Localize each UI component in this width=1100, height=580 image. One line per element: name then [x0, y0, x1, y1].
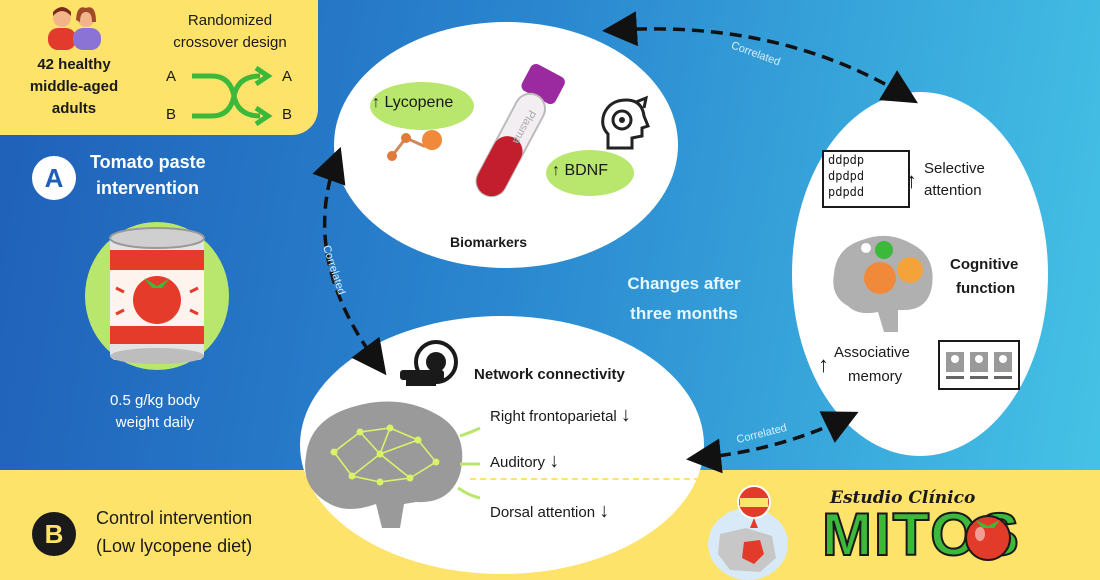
intervention-a-title-1: Tomato paste: [90, 152, 206, 172]
crossover-arrows-icon: [190, 64, 273, 128]
bdnf-bubble: [546, 150, 634, 196]
mri-scanner-icon: [398, 340, 462, 388]
intervention-b-title-2: (Low lycopene diet): [96, 536, 253, 556]
letter-grid-row-3: pdpdd: [828, 185, 865, 199]
intervention-b-title-1: Control intervention: [96, 508, 253, 528]
brand-subtitle: Estudio Clínico: [830, 488, 976, 508]
design-label-b-left: B: [166, 106, 177, 123]
bdnf-up-arrow-icon: ↑: [552, 162, 560, 179]
badge-a: A: [32, 156, 76, 200]
participants-line-1: 42 healthy: [37, 56, 111, 73]
brain-gears-icon: [828, 226, 940, 336]
brain-network-icon: [300, 392, 481, 532]
intervention-a-title-2: intervention: [96, 178, 200, 198]
design-line-2: crossover design: [173, 34, 287, 51]
faces-card-icon: [938, 340, 1020, 390]
network-item-1-text: Right frontoparietal: [490, 408, 617, 425]
design-line-1: Randomized: [187, 12, 273, 29]
design-label-b-right: B: [282, 106, 293, 123]
associative-up-arrow-icon: ↑: [818, 352, 829, 377]
letter-grid-box: ddpdp dpdpd pdpdd: [822, 150, 910, 208]
design-label-a-left: A: [166, 68, 177, 85]
lycopene-up-arrow-icon: ↑: [372, 94, 380, 111]
participants-line-2: middle-aged: [29, 78, 119, 95]
associative-memory-line-2: memory: [848, 368, 903, 385]
tomato-logo-icon: [960, 506, 1016, 562]
molecule-icon: [384, 124, 448, 164]
center-line-1: Changes after: [627, 274, 741, 293]
badge-b: B: [32, 512, 76, 556]
network-item-3-down-arrow-icon: ↓: [599, 500, 610, 522]
participants-line-3: adults: [51, 100, 97, 117]
center-line-2: three months: [630, 304, 738, 323]
network-item-3: Dorsal attention ↓: [490, 500, 609, 523]
tomato-can-icon: [82, 218, 232, 373]
letter-grid-row-1: ddpdp: [828, 153, 865, 167]
arrow-biomarkers-network: [312, 146, 387, 376]
participants-icon: [42, 6, 106, 52]
lycopene-text: Lycopene: [384, 94, 454, 111]
selective-attention-line-2: attention: [924, 182, 982, 199]
biomarkers-title: Biomarkers: [450, 234, 528, 250]
network-item-1-down-arrow-icon: ↓: [620, 404, 631, 426]
spain-map-badge: [706, 484, 790, 580]
design-label-a-right: A: [282, 68, 293, 85]
network-item-2-text: Auditory: [490, 454, 546, 471]
bdnf-label: ↑ BDNF: [552, 162, 608, 180]
cognitive-title-2: function: [956, 280, 1016, 297]
arrow-network-cognitive: [686, 411, 859, 474]
band-divider-dash: [470, 478, 700, 480]
dose-line-2: weight daily: [115, 414, 195, 431]
lycopene-label: ↑ Lycopene: [372, 94, 453, 112]
network-item-1: Right frontoparietal ↓: [490, 404, 631, 427]
plasma-tube-icon: Plasma: [450, 62, 580, 212]
lycopene-bubble: [370, 82, 474, 130]
arrow-biomarkers-cognitive: [602, 11, 918, 104]
network-title: Network connectivity: [474, 366, 625, 383]
network-item-2-down-arrow-icon: ↓: [549, 450, 560, 472]
associative-memory-line-1: Associative: [834, 344, 910, 361]
cognitive-title-1: Cognitive: [950, 256, 1019, 273]
network-item-2: Auditory ↓: [490, 450, 559, 473]
selective-up-arrow-icon: ↑: [906, 168, 917, 193]
network-item-3-text: Dorsal attention: [490, 504, 596, 521]
selective-attention-line-1: Selective: [924, 160, 985, 177]
letter-grid-row-2: dpdpd: [828, 169, 865, 183]
dose-line-1: 0.5 g/kg body: [109, 392, 201, 409]
bdnf-text: BDNF: [564, 162, 609, 179]
